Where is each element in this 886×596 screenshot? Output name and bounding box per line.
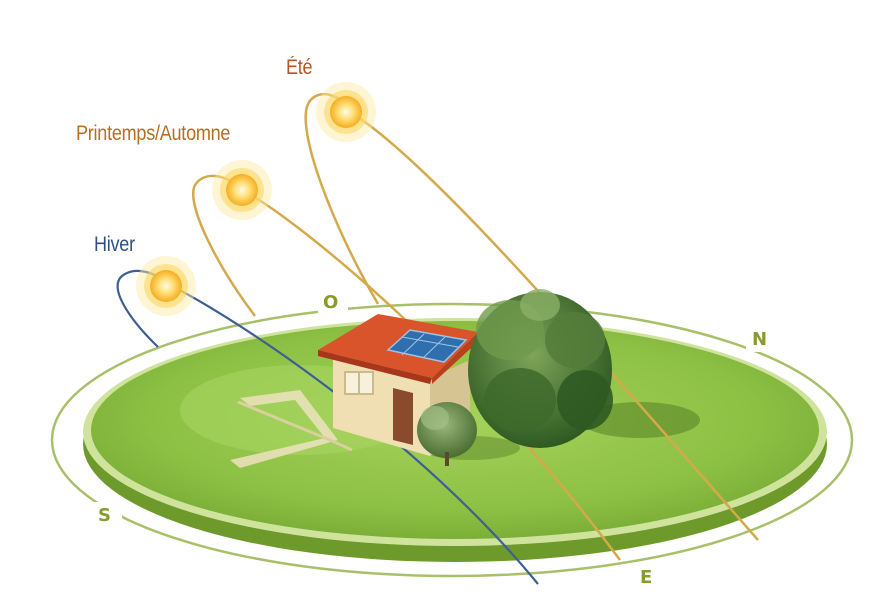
sun-icon-winter — [136, 256, 196, 316]
season-label-spring-autumn: Printemps/Automne — [76, 122, 231, 145]
sun-icon — [212, 160, 272, 220]
compass-ring — [50, 302, 854, 578]
sun-icon — [136, 256, 196, 316]
direction-west: O — [323, 292, 339, 313]
house-door — [393, 387, 413, 445]
sun-icon-spring-autumn — [212, 160, 272, 220]
sun-icon-summer — [316, 82, 376, 142]
sun-icon — [316, 82, 376, 142]
direction-east: E — [640, 567, 653, 588]
solar-panel-icon — [386, 329, 468, 363]
season-label-summer: Été — [286, 56, 313, 79]
bush-icon — [417, 402, 477, 466]
direction-north: N — [752, 329, 768, 350]
season-label-winter: Hiver — [94, 233, 135, 256]
direction-south: S — [98, 505, 111, 526]
tree-icon — [468, 289, 613, 448]
